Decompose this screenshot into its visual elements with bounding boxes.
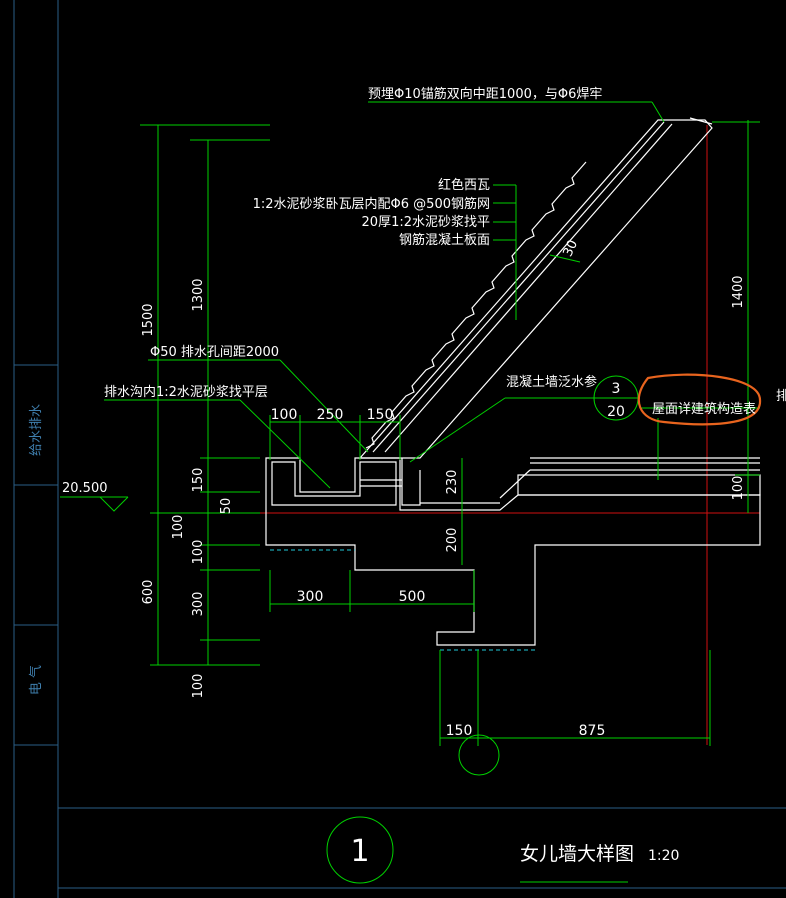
dim-100-h: 100	[271, 407, 298, 423]
note-embed: 预埋Φ10锚筋双向中距1000，与Φ6焊牢	[368, 86, 602, 102]
dimension-lines	[60, 101, 760, 746]
grid-bubble	[458, 734, 500, 776]
dim-150-bottom: 150	[446, 723, 473, 739]
note-roof-ref-clipped: 排	[776, 389, 786, 404]
dim-slope-30: 30	[561, 238, 582, 259]
sidebar-label-electrical: 电 气	[28, 665, 44, 695]
dim-250: 250	[317, 407, 344, 423]
highlight-ellipse	[637, 373, 762, 426]
dim-150-h: 150	[367, 407, 394, 423]
drawing-title: 女儿墙大样图	[520, 843, 634, 865]
dim-100-a: 100	[171, 515, 186, 540]
dim-600: 600	[141, 580, 156, 605]
sidebar-label-water: 给水排水	[29, 404, 44, 456]
note-gutter: 排水沟内1:2水泥砂浆找平层	[104, 384, 268, 400]
note-drain-hole: Φ50 排水孔间距2000	[150, 345, 279, 360]
detail-ref-top: 3	[612, 381, 621, 397]
dim-300-h: 300	[297, 589, 324, 605]
dim-875: 875	[579, 723, 606, 739]
dim-1300: 1300	[191, 278, 206, 311]
parapet-section	[265, 457, 761, 651]
sloped-roof	[358, 117, 713, 459]
note-roof-ref: 屋面详建筑构造表	[652, 401, 756, 417]
dim-100-b: 100	[191, 540, 206, 565]
dim-150: 150	[191, 468, 206, 493]
detail-number: 1	[350, 834, 369, 869]
dim-50: 50	[219, 498, 234, 515]
drawing-frame	[13, 0, 786, 898]
dim-500: 500	[399, 589, 426, 605]
dim-230: 230	[445, 470, 460, 495]
drawing-scale: 1:20	[648, 848, 679, 864]
dim-1400: 1400	[731, 275, 746, 308]
axis-lines	[258, 125, 760, 745]
dim-200: 200	[445, 528, 460, 553]
note-screed: 20厚1:2水泥砂浆找平	[362, 215, 490, 230]
dim-100-c: 100	[191, 674, 206, 699]
dim-1500: 1500	[141, 303, 156, 336]
dim-300-v: 300	[191, 592, 206, 617]
title-block	[326, 816, 628, 884]
dim-100-right: 100	[731, 476, 746, 501]
note-tile: 红色西瓦	[438, 177, 490, 193]
note-upturn: 混凝土墙泛水参	[506, 374, 597, 390]
note-mortar-bed: 1:2水泥砂浆卧瓦层内配Φ6 @500钢筋网	[253, 196, 490, 212]
elevation-label: 20.500	[62, 481, 108, 496]
detail-ref-bottom: 20	[607, 404, 625, 420]
note-slab: 钢筋混凝土板面	[399, 232, 490, 248]
